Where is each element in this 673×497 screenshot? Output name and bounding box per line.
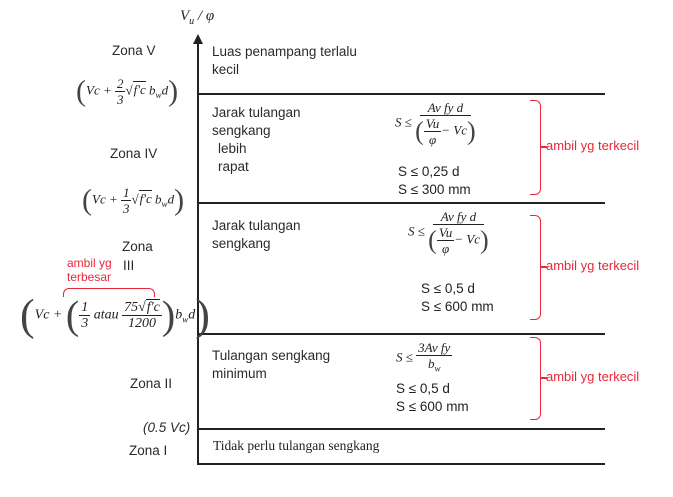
row-4-description: Jarak tulangan sengkang lebih rapat	[212, 105, 301, 174]
boundary-line-bottom	[197, 463, 605, 465]
zone-2-label: Zona II	[130, 376, 173, 391]
annotation-terkecil-row-3: ambil yg terkecil	[546, 258, 640, 273]
brace-tick-row-3	[541, 266, 547, 268]
zone-5-label: Zona V	[112, 43, 156, 58]
annotation-terkecil-row-4: ambil yg terkecil	[546, 138, 640, 153]
row-3-rules: S ≤ 0,5 d S ≤ 600 mm	[421, 281, 494, 314]
zone-3-label-line1: Zona	[122, 239, 153, 254]
brace-tick-row-2	[541, 377, 547, 379]
row-2-rules: S ≤ 0,5 d S ≤ 600 mm	[396, 381, 469, 414]
threshold-zone-1: (0.5 Vc)	[143, 420, 191, 435]
boundary-line-3	[197, 333, 605, 335]
zone-4-label: Zona IV	[110, 146, 158, 161]
zone-3-label-line2: III	[123, 258, 135, 273]
axis-arrow-icon	[193, 34, 203, 44]
annotation-terbesar: ambil yg terbesar	[67, 256, 112, 284]
boundary-line-2	[197, 202, 605, 204]
annotation-terkecil-row-2: ambil yg terkecil	[546, 369, 640, 384]
brace-row-2	[530, 337, 541, 420]
row-3-description: Jarak tulangan sengkang	[212, 218, 301, 251]
row-1-description: Tidak perlu tulangan sengkang	[213, 438, 380, 453]
brace-row-3	[530, 215, 541, 320]
row-5-description: Luas penampang terlalu kecil	[212, 44, 357, 77]
axis-label: Vu / φ	[180, 8, 215, 27]
brace-tick-row-4	[541, 146, 547, 148]
zone-1-label: Zona I	[129, 443, 168, 458]
boundary-line-4	[197, 428, 605, 430]
brace-row-4	[530, 100, 541, 195]
vertical-axis	[197, 40, 199, 464]
boundary-line-1	[197, 93, 605, 95]
row-2-description: Tulangan sengkang minimum	[212, 348, 331, 381]
brace-terbesar	[63, 288, 155, 297]
row-4-rules: S ≤ 0,25 d S ≤ 300 mm	[398, 164, 471, 197]
